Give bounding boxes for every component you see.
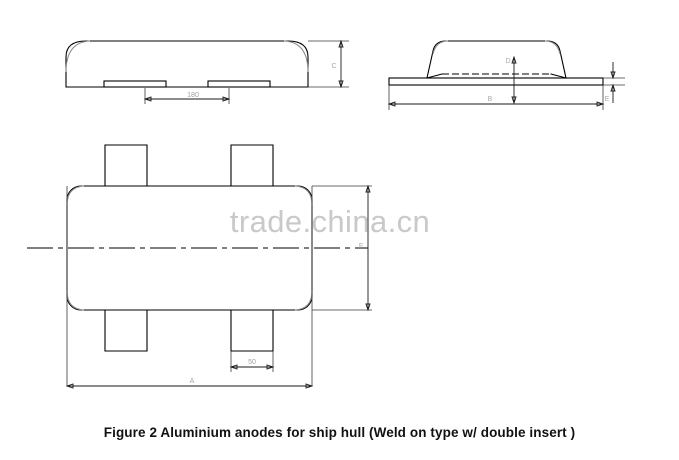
side-elevation-view: D B E	[387, 40, 625, 110]
front-dim180-arrow-right	[222, 96, 231, 102]
side-dimB-arrow-right	[596, 101, 605, 107]
front-insert-slot-left	[103, 80, 167, 88]
front-insert-slot-right	[207, 80, 271, 88]
front-dimension-C: C	[308, 39, 349, 89]
side-dimE-label: E	[605, 96, 610, 103]
plan-dimA-arrow-left	[65, 383, 74, 389]
front-dimC-label: C	[331, 63, 336, 70]
plan-dimF-label: F	[359, 243, 363, 250]
plan-dim50-label: 50	[248, 359, 256, 366]
side-dimE-arrow-top	[610, 71, 616, 80]
front-dimension-180: 180	[143, 88, 231, 104]
front-dimC-arrow-bottom	[338, 80, 344, 89]
plan-insert-tab-bottom-right	[230, 309, 274, 352]
side-dimD-arrow-top	[511, 55, 517, 64]
front-left-corner-arc	[65, 40, 91, 73]
side-inner-slope-left	[426, 73, 443, 79]
plan-left-bottom-corner-arc	[66, 290, 85, 311]
front-dim180-label: 180	[187, 92, 199, 99]
side-dimension-B: B	[387, 85, 605, 110]
figure-caption: Figure 2 Aluminium anodes for ship hull …	[103, 425, 576, 440]
site-watermark: trade.china.cn	[230, 204, 430, 239]
side-dimension-D: D	[505, 55, 517, 105]
plan-dim50-arrow-right	[266, 364, 275, 370]
plan-dimF-arrow-top	[365, 184, 371, 193]
side-dimE-arrow-bottom	[610, 83, 616, 92]
plan-dimension-A: A	[65, 378, 314, 389]
plan-view: 50 A F	[27, 144, 372, 389]
plan-dimA-label: A	[190, 378, 195, 385]
plan-left-top-corner-arc	[66, 185, 85, 206]
plan-dimension-50: 50	[229, 351, 275, 372]
side-dimB-label: B	[488, 96, 493, 103]
side-right-corner-arc	[544, 40, 561, 55]
plan-right-top-corner-arc	[294, 185, 313, 206]
plan-insert-tab-bottom-left	[104, 309, 148, 352]
plan-dimA-arrow-right	[305, 383, 314, 389]
front-dimC-arrow-top	[338, 39, 344, 48]
plan-insert-tab-top-left	[104, 144, 148, 187]
side-insert-bar	[388, 77, 604, 86]
side-dimension-E: E	[603, 62, 625, 103]
plan-dim50-arrow-left	[229, 364, 238, 370]
front-elevation-view: 180 C	[65, 39, 349, 104]
side-inner-slope-right	[550, 73, 567, 79]
side-left-corner-arc	[432, 40, 449, 55]
front-right-corner-arc	[283, 40, 309, 73]
side-dimD-arrow-bottom	[511, 96, 517, 105]
side-dimD-label: D	[505, 58, 510, 65]
front-dim180-arrow-left	[143, 96, 152, 102]
front-elevation-body-outline	[65, 40, 309, 88]
side-dimB-arrow-left	[387, 101, 396, 107]
plan-dimF-arrow-bottom	[365, 303, 371, 312]
plan-right-bottom-corner-arc	[294, 290, 313, 311]
plan-insert-tab-top-right	[230, 144, 274, 187]
plan-dimension-F: F	[312, 184, 372, 312]
side-elevation-body-outline	[426, 40, 567, 79]
